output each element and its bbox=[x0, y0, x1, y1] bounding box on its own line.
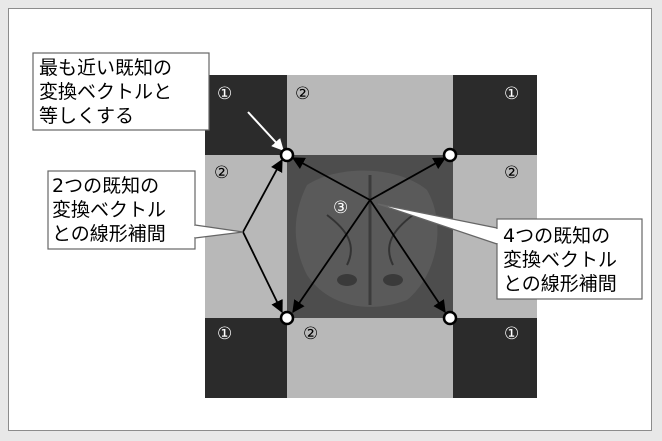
label-center: ③ bbox=[333, 198, 348, 218]
label-corner-bl: ① bbox=[217, 324, 232, 344]
label-corner-br: ① bbox=[504, 324, 519, 344]
corner-bottom-right bbox=[453, 318, 537, 398]
callout-four-vectors: 4つの既知の 変換ベクトル との線形補間 bbox=[377, 203, 643, 300]
nearest-arrow bbox=[247, 111, 284, 151]
known-point-br bbox=[442, 310, 458, 326]
known-point-tr bbox=[442, 147, 458, 163]
label-edge-top: ② bbox=[295, 84, 310, 104]
callout-nearest-line2: 変換ベクトルと bbox=[39, 81, 172, 103]
callout-two-line1: 2つの既知の bbox=[52, 175, 159, 197]
known-point-tl bbox=[279, 147, 295, 163]
edge-bottom bbox=[287, 318, 453, 398]
known-point-bl bbox=[279, 310, 295, 326]
callout-nearest-line3: 等しくする bbox=[39, 105, 134, 127]
label-edge-right: ② bbox=[504, 163, 519, 183]
callout-two-line3: との線形補間 bbox=[52, 223, 166, 245]
callout-four-line1: 4つの既知の bbox=[503, 225, 610, 247]
callout-four-line2: 変換ベクトル bbox=[503, 249, 617, 271]
label-corner-tr: ① bbox=[504, 84, 519, 104]
corner-bottom-left bbox=[205, 318, 287, 398]
callout-two-vectors: 2つの既知の 変換ベクトル との線形補間 bbox=[47, 170, 244, 250]
callout-nearest: 最も近い既知の 変換ベクトルと 等しくする bbox=[32, 52, 210, 131]
callout-two-line2: 変換ベクトル bbox=[52, 199, 166, 221]
callout-nearest-line1: 最も近い既知の bbox=[39, 57, 172, 79]
label-corner-tl: ① bbox=[217, 84, 232, 104]
center-region bbox=[287, 155, 453, 318]
label-edge-bottom: ② bbox=[303, 324, 318, 344]
corner-top-right bbox=[453, 75, 537, 155]
interpolation-arrows bbox=[242, 157, 447, 314]
edge-top bbox=[287, 75, 453, 155]
label-edge-left: ② bbox=[214, 163, 229, 183]
callout-four-line3: との線形補間 bbox=[503, 273, 617, 295]
